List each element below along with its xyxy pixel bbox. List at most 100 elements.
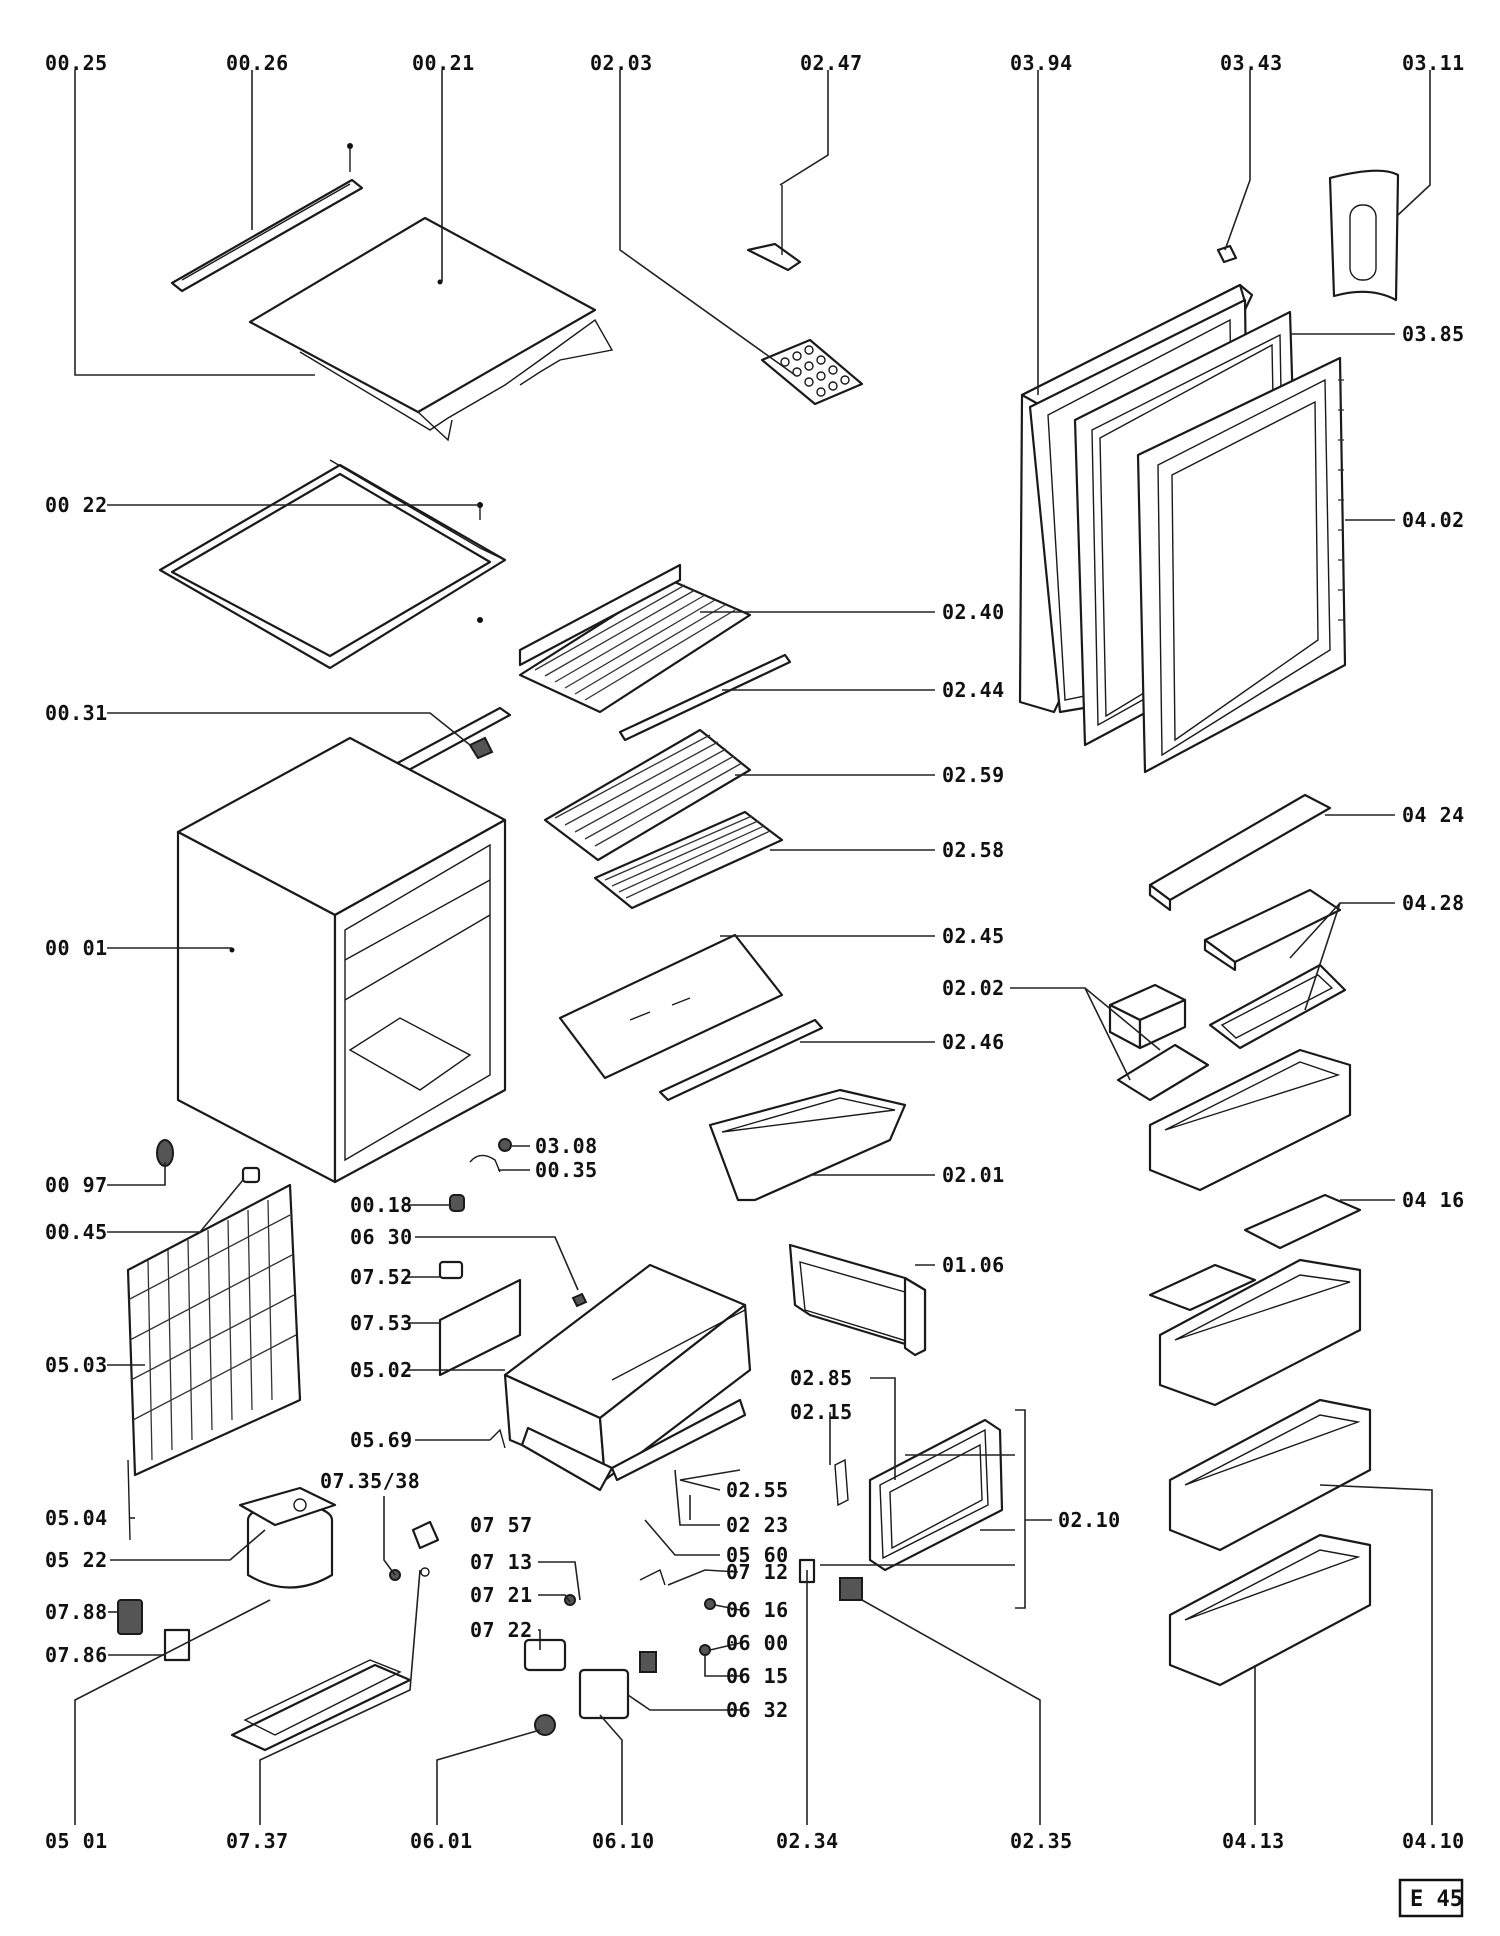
part-top-trim-strip bbox=[170, 143, 364, 293]
part-crisper-box bbox=[708, 1088, 907, 1202]
label-00-21: 00.21 bbox=[412, 51, 475, 75]
label-03-94: 03.94 bbox=[1010, 51, 1073, 75]
part-thermostat bbox=[523, 1638, 567, 1672]
label-02-45: 02.45 bbox=[942, 924, 1005, 948]
label-00-35: 00.35 bbox=[535, 1158, 598, 1182]
part-hinge-cap bbox=[1216, 244, 1238, 264]
part-small-cap bbox=[241, 1166, 261, 1184]
label-04-13: 04.13 bbox=[1222, 1829, 1285, 1853]
part-small-clip bbox=[746, 185, 802, 272]
label-02-35: 02.35 bbox=[1010, 1829, 1073, 1853]
part-evaporator-housing bbox=[503, 1263, 752, 1492]
part-control-knob bbox=[534, 1714, 556, 1736]
label-05-01: 05 01 bbox=[45, 1829, 108, 1853]
label-02-23: 02 23 bbox=[726, 1513, 789, 1537]
label-07-12: 07 12 bbox=[726, 1560, 789, 1584]
label-04-28: 04.28 bbox=[1402, 891, 1465, 915]
label-04-02: 04.02 bbox=[1402, 508, 1465, 532]
label-03-08: 03.08 bbox=[535, 1134, 598, 1158]
part-glass-plate bbox=[558, 933, 784, 1080]
label-02-03: 02.03 bbox=[590, 51, 653, 75]
part-door-handle bbox=[1328, 169, 1400, 302]
label-07-13: 07 13 bbox=[470, 1550, 533, 1574]
part-bin-divider bbox=[1148, 1193, 1362, 1312]
label-00-97: 00 97 bbox=[45, 1173, 108, 1197]
label-03-11: 03.11 bbox=[1402, 51, 1465, 75]
label-02-15: 02.15 bbox=[790, 1400, 853, 1424]
label-02-59: 02.59 bbox=[942, 763, 1005, 787]
part-insulation-sheet bbox=[438, 1278, 522, 1377]
label-06-10: 06.10 bbox=[592, 1829, 655, 1853]
label-05-22: 05 22 bbox=[45, 1548, 108, 1572]
part-drain-tube bbox=[489, 1428, 506, 1449]
part-fixing-clips bbox=[389, 1520, 440, 1581]
label-02-46: 02.46 bbox=[942, 1030, 1005, 1054]
part-compressor bbox=[238, 1486, 337, 1589]
part-door-shelf-lid bbox=[1148, 793, 1332, 912]
part-door-inner-panel bbox=[1136, 356, 1347, 774]
part-front-strip bbox=[658, 1018, 824, 1102]
label-03-85: 03.85 bbox=[1402, 322, 1465, 346]
label-02-55: 02.55 bbox=[726, 1478, 789, 1502]
label-04-16: 04 16 bbox=[1402, 1188, 1465, 1212]
sheet-code: E 45 bbox=[1410, 1887, 1463, 1912]
label-00-01: 00 01 bbox=[45, 936, 108, 960]
label-04-10: 04.10 bbox=[1402, 1829, 1465, 1853]
label-00-31: 00.31 bbox=[45, 701, 108, 725]
label-02-58: 02.58 bbox=[942, 838, 1005, 862]
label-07-53: 07.53 bbox=[350, 1311, 413, 1335]
part-sensor bbox=[639, 1569, 666, 1586]
label-05-60: 05 60 bbox=[726, 1543, 789, 1567]
part-lamp-bulb bbox=[449, 1194, 465, 1212]
label-02-34: 02.34 bbox=[776, 1829, 839, 1853]
label-02-02: 02.02 bbox=[942, 976, 1005, 1000]
label-01-06: 01.06 bbox=[942, 1253, 1005, 1277]
part-dairy-compartment bbox=[1203, 888, 1347, 1050]
label-02-01: 02.01 bbox=[942, 1163, 1005, 1187]
part-door-bin-bottom bbox=[1168, 1533, 1372, 1687]
part-wire-shelf-lower bbox=[543, 728, 752, 862]
part-frame-trim bbox=[158, 459, 507, 670]
label-06-01: 06.01 bbox=[410, 1829, 473, 1853]
label-05-69: 05.69 bbox=[350, 1428, 413, 1452]
sheet-code-badge: E 45 bbox=[1398, 1878, 1464, 1918]
label-02-10: 02.10 bbox=[1058, 1508, 1121, 1532]
part-worktop-plate bbox=[248, 216, 614, 442]
part-door-bin-lower bbox=[1168, 1398, 1372, 1552]
label-00-26: 00.26 bbox=[226, 51, 289, 75]
label-00-22: 00 22 bbox=[45, 493, 108, 517]
part-door-panel bbox=[788, 1243, 927, 1357]
label-07-86: 07.86 bbox=[45, 1643, 108, 1667]
label-02-85: 02.85 bbox=[790, 1366, 853, 1390]
part-grid-panel bbox=[593, 810, 784, 910]
label-07-57: 07 57 bbox=[470, 1513, 533, 1537]
label-00-45: 00.45 bbox=[45, 1220, 108, 1244]
part-tray-frame bbox=[868, 1418, 1004, 1572]
label-07-35-38: 07.35/38 bbox=[320, 1469, 420, 1493]
part-labels: 00.25 00.26 00.21 02.03 02.47 03.94 03.4… bbox=[45, 51, 1465, 1853]
label-07-21: 07 21 bbox=[470, 1583, 533, 1607]
label-03-43: 03.43 bbox=[1220, 51, 1283, 75]
part-connector bbox=[639, 1651, 657, 1673]
part-condenser bbox=[126, 1183, 302, 1541]
part-cabinet-body bbox=[176, 706, 512, 1184]
part-screw-3 bbox=[699, 1644, 711, 1656]
part-control-box bbox=[578, 1668, 630, 1720]
part-ice-tray bbox=[760, 338, 864, 406]
label-02-44: 02.44 bbox=[942, 678, 1005, 702]
label-07-22: 07 22 bbox=[470, 1618, 533, 1642]
part-lamp-holder bbox=[469, 1138, 512, 1173]
bracket-02-10 bbox=[1015, 1409, 1026, 1609]
part-door-bin-middle bbox=[1158, 1258, 1362, 1407]
part-relay-cover bbox=[163, 1628, 191, 1662]
label-05-02: 05.02 bbox=[350, 1358, 413, 1382]
label-05-03: 05.03 bbox=[45, 1353, 108, 1377]
part-shelf-bar bbox=[618, 653, 792, 742]
part-hinge-cap-lower bbox=[839, 1577, 863, 1601]
label-00-25: 00.25 bbox=[45, 51, 108, 75]
label-00-18: 00.18 bbox=[350, 1193, 413, 1217]
label-07-52: 07.52 bbox=[350, 1265, 413, 1289]
part-door-bin-upper bbox=[1148, 1048, 1352, 1192]
part-butter-box bbox=[1108, 983, 1210, 1102]
